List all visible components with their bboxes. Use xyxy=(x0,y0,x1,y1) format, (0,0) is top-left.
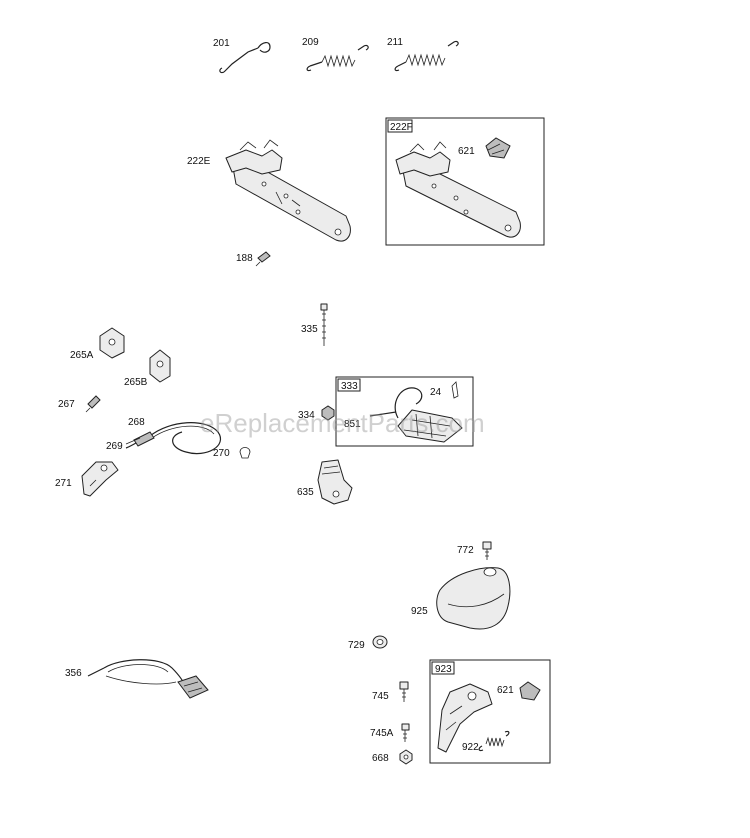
part-270-clamp xyxy=(239,447,251,459)
part-211-spring xyxy=(394,40,459,72)
label-772: 772 xyxy=(457,545,474,556)
part-269-clip xyxy=(125,437,141,445)
label-745a: 745A xyxy=(370,728,394,739)
label-851: 851 xyxy=(344,419,361,430)
part-925-tank xyxy=(436,567,511,630)
part-729-grommet xyxy=(372,635,388,649)
label-268: 268 xyxy=(128,417,145,428)
label-269: 269 xyxy=(106,441,123,452)
label-24: 24 xyxy=(430,387,442,398)
group-222f: 222F 621 xyxy=(385,117,545,246)
label-271: 271 xyxy=(55,478,72,489)
part-265b-block xyxy=(149,349,171,383)
label-668: 668 xyxy=(372,753,389,764)
part-335-bolt xyxy=(320,303,328,346)
label-201: 201 xyxy=(213,38,230,49)
part-271-lever xyxy=(81,461,119,497)
part-188-screw xyxy=(255,251,271,267)
label-356: 356 xyxy=(65,668,82,679)
label-729: 729 xyxy=(348,640,365,651)
label-265b: 265B xyxy=(124,377,148,388)
part-772-bolt xyxy=(482,541,492,560)
label-222f: 222F xyxy=(390,122,413,133)
part-356-harness xyxy=(87,659,209,699)
part-209-spring xyxy=(306,44,369,72)
watermark-text: eReplacementParts.com xyxy=(200,408,485,438)
label-335: 335 xyxy=(301,324,318,335)
part-334-nut xyxy=(321,405,335,421)
label-922: 922 xyxy=(462,742,479,753)
group-333: 333 24 851 xyxy=(335,376,474,447)
label-265a: 265A xyxy=(70,350,94,361)
part-265a-block xyxy=(99,327,125,359)
label-267: 267 xyxy=(58,399,75,410)
part-635-boot xyxy=(317,459,353,505)
label-745: 745 xyxy=(372,691,389,702)
label-211: 211 xyxy=(387,37,403,48)
label-925: 925 xyxy=(411,606,428,617)
part-222e-bracket xyxy=(225,139,351,242)
label-333: 333 xyxy=(341,381,358,392)
label-334: 334 xyxy=(298,410,315,421)
part-201-link xyxy=(219,42,271,74)
label-270: 270 xyxy=(213,448,230,459)
label-621-top: 621 xyxy=(458,146,475,157)
group-923: 923 621 922 xyxy=(429,659,551,764)
label-188: 188 xyxy=(236,253,253,264)
part-745a-bolt xyxy=(401,723,410,742)
label-222e: 222E xyxy=(187,156,211,167)
part-668-nut xyxy=(399,749,413,765)
label-923: 923 xyxy=(435,664,452,675)
label-635: 635 xyxy=(297,487,314,498)
label-621-bottom: 621 xyxy=(497,685,514,696)
label-209: 209 xyxy=(302,37,319,48)
part-745-bolt xyxy=(399,681,409,702)
part-268-cable xyxy=(125,422,221,455)
part-267-screw xyxy=(85,395,101,413)
